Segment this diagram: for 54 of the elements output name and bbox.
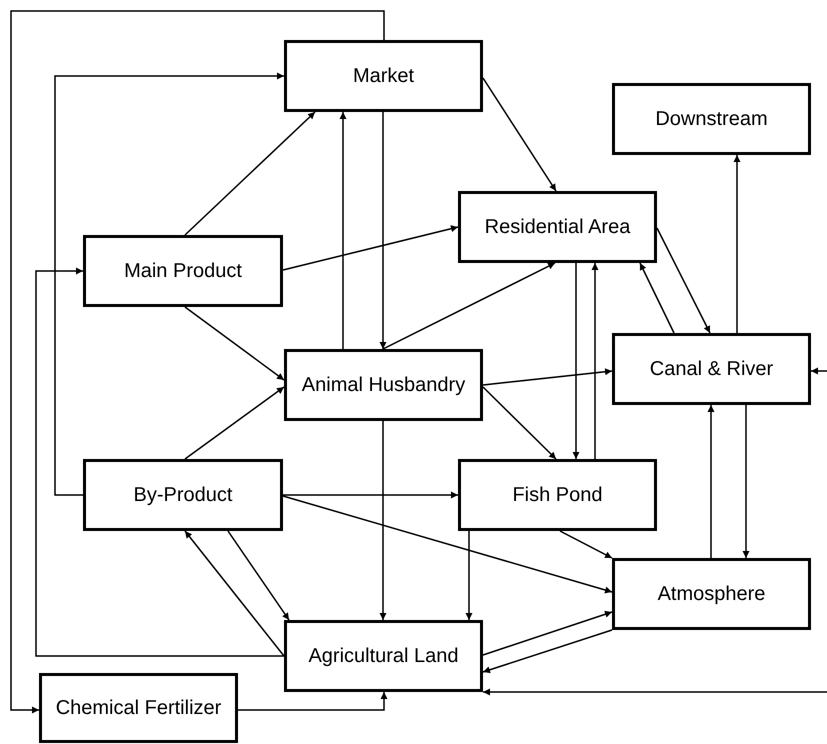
arrow (227, 530, 290, 620)
arrow (54, 72, 284, 496)
arrow (184, 530, 285, 656)
node-label: By-Product (132, 483, 234, 507)
arrow (466, 531, 472, 620)
node-label: Canal & River (648, 357, 774, 381)
arrow (184, 306, 284, 381)
node-label: Downstream (654, 107, 769, 131)
arrow (482, 368, 612, 386)
process-box (612, 333, 811, 405)
arrow (380, 421, 386, 620)
arrow (482, 386, 557, 460)
arrow (238, 692, 388, 711)
node-label: Residential Area (484, 215, 632, 239)
arrow (382, 262, 556, 350)
node-label: Animal Husbandry (300, 373, 466, 397)
arrow (184, 111, 316, 236)
arrow (483, 688, 827, 696)
node-label: Agricultural Land (307, 644, 460, 668)
arrow (572, 263, 580, 459)
arrow (656, 228, 711, 334)
arrow (639, 262, 675, 334)
process-box (284, 349, 483, 421)
process-box (612, 83, 811, 155)
node-label: Atmosphere (656, 582, 766, 606)
process-box (458, 191, 657, 263)
arrow (482, 610, 612, 656)
arrow (282, 495, 612, 594)
node-label: Chemical Fertilizer (54, 696, 222, 720)
process-box (284, 620, 483, 692)
arrow (380, 112, 386, 349)
arrow (734, 155, 740, 333)
arrow (811, 368, 827, 374)
arrow (10, 10, 385, 714)
arrow (560, 530, 612, 559)
arrow (742, 405, 750, 558)
arrow (35, 268, 284, 657)
node-label: Main Product (123, 259, 243, 283)
arrow (283, 492, 458, 498)
node-label: Fish Pond (511, 483, 604, 507)
arrow (282, 225, 458, 271)
arrow (340, 112, 346, 349)
arrow (184, 386, 284, 460)
process-box (284, 40, 483, 112)
arrow (482, 78, 557, 192)
arrow (592, 263, 598, 459)
process-box (83, 459, 283, 531)
process-box (39, 673, 238, 743)
node-label: Market (352, 64, 416, 88)
process-box (612, 558, 811, 630)
arrow (482, 629, 612, 674)
arrow (708, 405, 714, 558)
process-box (458, 459, 657, 531)
process-box (83, 235, 283, 307)
